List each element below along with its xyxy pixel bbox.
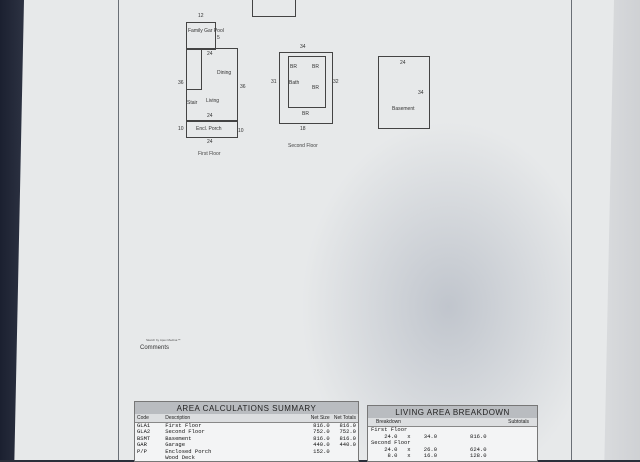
breakdown-line: Second Floor [371, 439, 411, 447]
col-net-size: Net Size [310, 415, 330, 421]
sketch-note: Sketch by Apex Medina™ [146, 338, 181, 342]
dim-bsmt-right: 34 [418, 90, 424, 96]
dim-2f-bottom: 18 [300, 126, 306, 132]
dim-bsmt-top: 24 [400, 60, 406, 66]
living-table-header: Breakdown Subtotals [368, 418, 537, 427]
col-code: Code [137, 415, 149, 421]
col-net-totals: Net Totals [333, 415, 356, 421]
family-label: Family Gar Pool [188, 28, 224, 34]
first-floor-title: First Floor [198, 151, 221, 157]
cell-net-size: 152.0 [313, 447, 330, 455]
dim-porch-right: 10 [238, 128, 244, 134]
dim-porch-left: 10 [178, 126, 184, 132]
stair-room [186, 48, 202, 90]
area-calculations-table: AREA CALCULATIONS SUMMARY Code Descripti… [134, 401, 359, 462]
cell-description: First Floor [165, 422, 202, 429]
cell-description: Second Floor [165, 428, 205, 436]
page-frame [118, 0, 572, 460]
breakdown-line: 8.0 x 16.0 128.0 [371, 452, 487, 460]
top-partial-plan [252, 0, 296, 17]
dim-2f-top: 34 [300, 44, 306, 50]
second-floor-inner [288, 56, 326, 108]
area-table-title: AREA CALCULATIONS SUMMARY [135, 402, 358, 414]
living-area-breakdown-table: LIVING AREA BREAKDOWN Breakdown Subtotal… [367, 405, 538, 462]
breakdown-line: 24.0 x 34.0 816.0 [371, 432, 487, 440]
table-row: GAR Garage 440.0 440.0 [135, 441, 358, 449]
cell-code: GLA1 [137, 422, 151, 429]
cell-net-size: 752.0 [313, 428, 330, 436]
dim-left: 36 [178, 80, 184, 86]
cell-net-total: 440.0 [339, 441, 356, 449]
dim-bottom: 24 [207, 139, 213, 145]
cell-code: GLA2 [137, 428, 151, 436]
cell-net-total: 816.0 [339, 434, 356, 442]
table-row: GLA1 First Floor 816.0 816.0 [135, 422, 358, 429]
col-subtotals: Subtotals [508, 419, 529, 425]
cell-net-total: 816.0 [339, 422, 356, 429]
dim-right: 36 [240, 84, 246, 90]
dining-label: Dining [217, 70, 232, 76]
dim-2f-right: 32 [333, 79, 339, 85]
breakdown-line: First Floor [371, 426, 408, 433]
stair-label: Stair [187, 100, 198, 106]
table-row: BSMT Basement 816.0 816.0 [135, 434, 358, 442]
basement-label: Basement [392, 106, 415, 112]
cell-net-size: 440.0 [313, 441, 330, 449]
room-br1: BR [290, 64, 297, 70]
room-br4: BR [302, 111, 309, 117]
room-br2: BR [312, 64, 319, 70]
living-table-title: LIVING AREA BREAKDOWN [368, 406, 537, 418]
table-row: GLA2 Second Floor 752.0 752.0 [135, 428, 358, 436]
cell-net-total: 752.0 [339, 428, 356, 436]
dim-inner: 24 [207, 113, 213, 119]
dim-mid: 24 [207, 51, 213, 57]
dim-side: 5 [217, 35, 220, 41]
cell-net-total [330, 455, 356, 461]
dim-top: 12 [198, 13, 204, 19]
porch-label: Encl. Porch [196, 126, 222, 132]
cell-description: Basement [165, 434, 192, 442]
cell-description: Wood Deck [165, 454, 195, 462]
col-description: Description [165, 415, 191, 421]
cell-code: GAR [137, 441, 147, 449]
cell-description: Garage [165, 441, 186, 449]
cell-code: P/P [137, 447, 147, 455]
col-breakdown: Breakdown [376, 419, 402, 425]
basement-outline [378, 56, 430, 129]
living-label: Living [206, 98, 220, 104]
room-br3: BR [312, 85, 319, 91]
garage-room [186, 22, 216, 50]
area-table-header: Code Description Net Size Net Totals [135, 414, 358, 423]
room-bath: Bath [289, 80, 300, 86]
cell-description: Enclosed Porch [165, 447, 212, 455]
porch-room [186, 120, 238, 138]
comments-label: Comments [140, 345, 170, 351]
dim-2f-left: 31 [271, 79, 277, 85]
table-row: Wood Deck [135, 454, 358, 462]
second-floor-outline [279, 52, 333, 124]
cell-code [137, 455, 165, 461]
cell-net-size: 816.0 [313, 422, 330, 429]
cell-net-size: 816.0 [313, 434, 330, 442]
breakdown-line: 24.0 x 26.0 624.0 [371, 445, 487, 453]
table-row: P/P Enclosed Porch 152.0 [135, 447, 358, 455]
second-floor-title: Second Floor [288, 143, 318, 149]
cell-code: BSMT [137, 434, 151, 442]
cell-net-size [278, 455, 330, 461]
